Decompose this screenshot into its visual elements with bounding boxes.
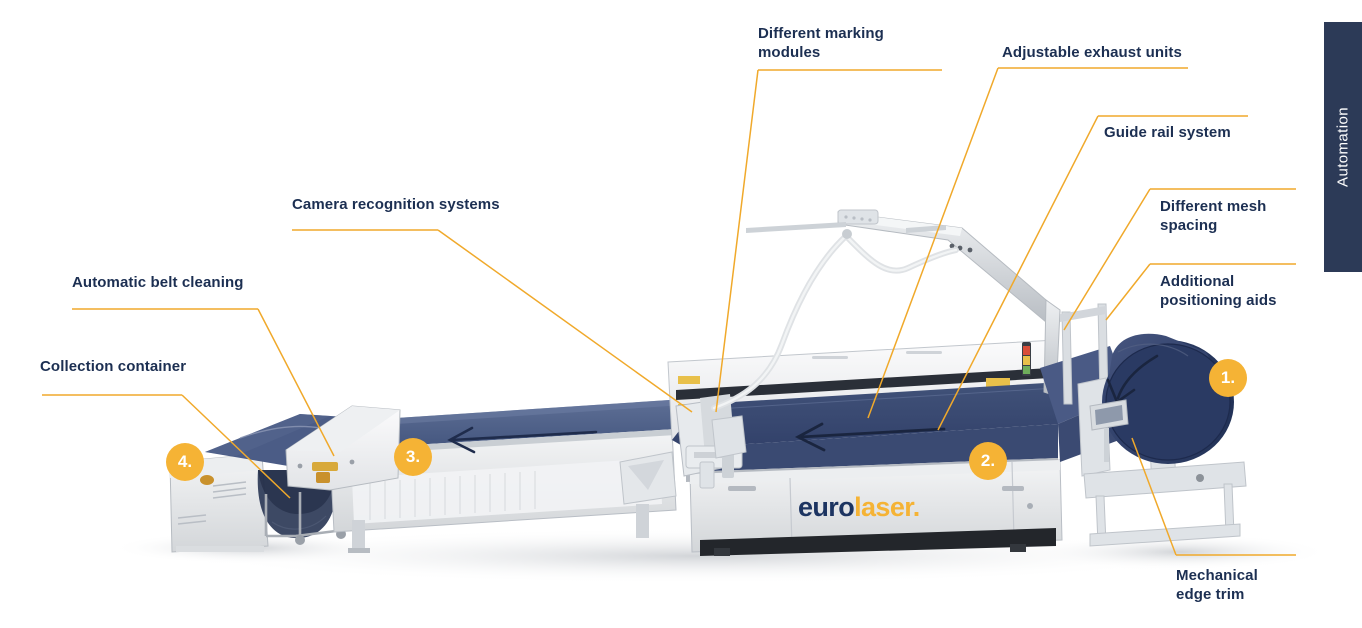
step-badge-3: 3.	[394, 438, 432, 476]
material-roll-unwinder	[1040, 303, 1247, 547]
leader-mesh-spacing	[1063, 188, 1296, 331]
leader-edge-trim	[1131, 437, 1296, 556]
callout-positioning-aids: Additional positioning aids	[1160, 273, 1277, 309]
callout-belt-cleaning: Automatic belt cleaning	[72, 274, 244, 291]
leader-belt-cleaning	[72, 308, 335, 457]
logo-laser: laser	[854, 492, 913, 522]
leader-camera-recognition	[292, 229, 693, 413]
collection-container-unit	[169, 453, 269, 553]
laser-cutting-machine	[619, 339, 1063, 556]
automation-side-tab[interactable]: Automation	[1324, 22, 1362, 272]
eurolaser-logo: eurolaser.	[798, 492, 920, 523]
step-badge-1: 1.	[1209, 359, 1247, 397]
step-badge-2: 2.	[969, 442, 1007, 480]
leader-guide-rail	[937, 115, 1248, 431]
arrow-conveyor	[447, 426, 598, 454]
callout-camera-recognition: Camera recognition systems	[292, 196, 500, 213]
logo-euro: euro	[798, 492, 855, 522]
logo-dot: .	[912, 492, 920, 522]
cutting-head-carriage	[675, 394, 743, 489]
automation-tab-label: Automation	[1334, 107, 1352, 187]
belt-cleaning-station	[285, 405, 401, 491]
callout-exhaust-units: Adjustable exhaust units	[1002, 44, 1182, 61]
status-light-tower	[1022, 342, 1031, 376]
leader-exhaust-units	[867, 67, 1188, 419]
callout-marking-modules: Different marking modules	[758, 25, 884, 61]
control-panel	[1089, 399, 1129, 462]
callout-guide-rail: Guide rail system	[1104, 124, 1231, 141]
leader-marking-modules	[715, 69, 942, 413]
leader-collection-container	[42, 394, 291, 499]
arrow-cutting-bed	[794, 422, 946, 452]
overhead-gantry-arm	[711, 209, 1061, 411]
callout-edge-trim: Mechanical edge trim	[1176, 567, 1258, 603]
callout-collection-container: Collection container	[40, 358, 187, 375]
leader-positioning-aids	[1105, 263, 1296, 321]
callout-mesh-spacing: Different mesh spacing	[1160, 198, 1267, 234]
step-badge-4: 4.	[166, 443, 204, 481]
